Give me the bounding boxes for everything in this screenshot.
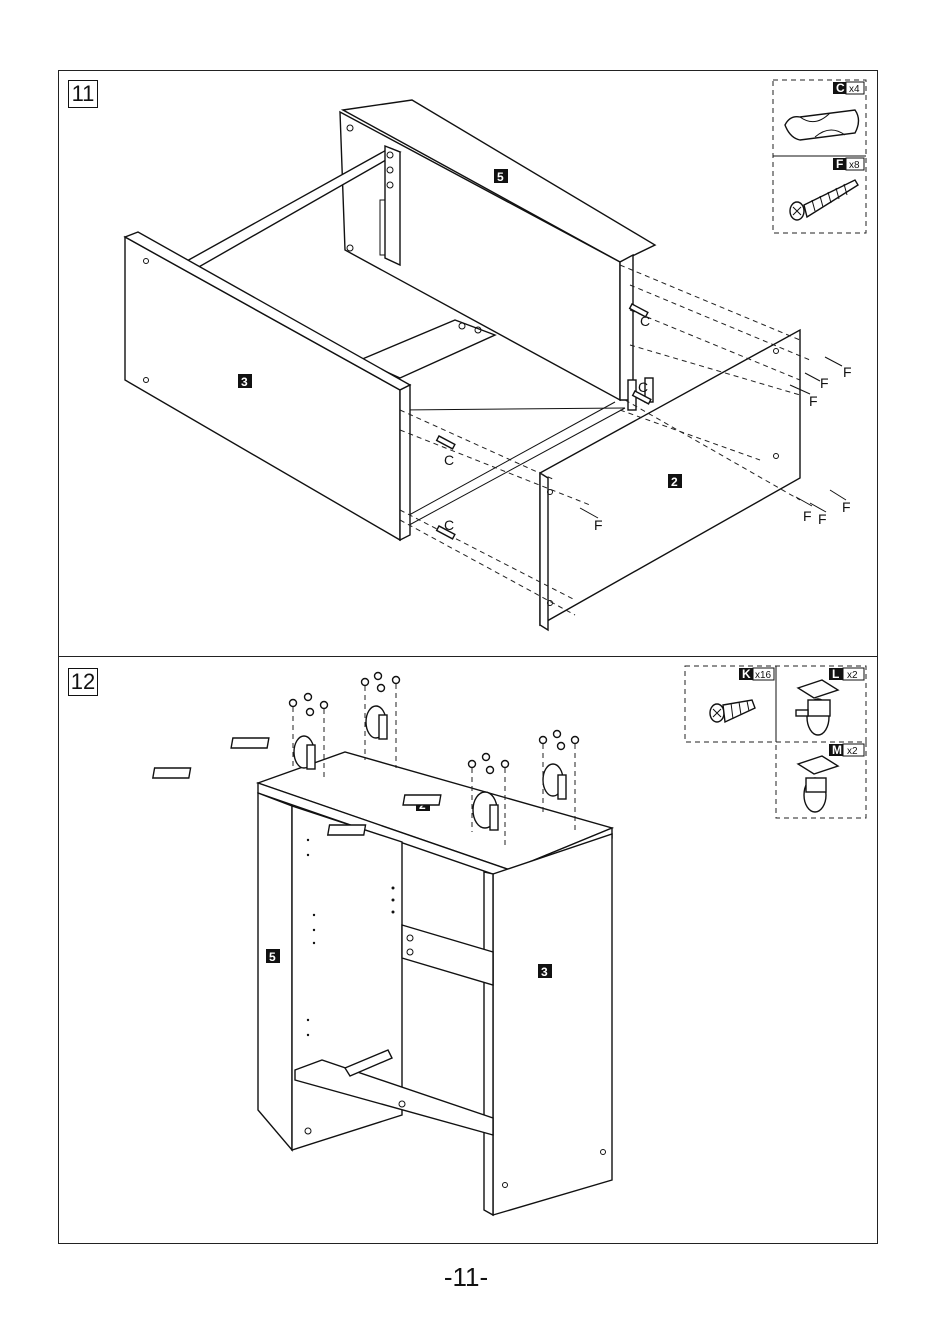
callout-f: F — [843, 364, 852, 380]
panel-3-edge — [400, 385, 410, 540]
part-qty-f: x8 — [849, 160, 860, 171]
part-qty-m: x2 — [847, 746, 858, 757]
part-qty-c: x4 — [849, 84, 860, 95]
step-11-drawing: C C C C F F F F F F F 5 3 2 C x4 — [125, 80, 866, 630]
back-rail-end — [385, 146, 400, 265]
panel-3 — [125, 237, 400, 540]
callout-c: C — [638, 379, 648, 395]
callout-f: F — [842, 499, 851, 515]
callout-c: C — [640, 313, 650, 329]
callout-f: F — [820, 375, 829, 391]
panel-3 — [493, 834, 612, 1215]
panel-5-side — [620, 255, 633, 400]
wood-screw-icon — [790, 180, 858, 220]
part-letter-l: L — [832, 667, 839, 681]
inner-rail — [402, 925, 493, 985]
callout-c: C — [444, 452, 454, 468]
short-screw-icon — [710, 700, 755, 722]
callout-f: F — [818, 511, 827, 527]
part-letter-f: F — [836, 157, 843, 171]
part-qty-l: x2 — [847, 670, 858, 681]
page-number: -11- — [0, 1262, 932, 1293]
part-letter-c: C — [836, 81, 845, 95]
callout-c: C — [444, 517, 454, 533]
panel-label-5: 5 — [269, 950, 276, 964]
cam-dowel-icon — [785, 110, 859, 140]
panel-2-edge — [540, 473, 548, 630]
panel-label-2: 2 — [671, 475, 678, 489]
step-number-12: 12 — [68, 668, 98, 696]
panel-label-3: 3 — [541, 965, 548, 979]
swivel-caster-icon — [798, 756, 838, 812]
callout-f: F — [803, 508, 812, 524]
panel-5-side — [258, 793, 292, 1150]
step-12-drawing: 2 5 3 — [153, 666, 866, 1215]
part-letter-k: K — [742, 667, 751, 681]
brake-caster-icon — [796, 680, 838, 735]
panel-label-3: 3 — [241, 375, 248, 389]
panel-label-5: 5 — [497, 170, 504, 184]
part-qty-k: x16 — [755, 670, 772, 681]
parts-box-step-11: C x4 F x8 — [773, 80, 866, 233]
step-number-11: 11 — [68, 80, 98, 108]
part-letter-m: M — [832, 743, 842, 757]
parts-box-step-12: K x16 L x2 M x2 — [685, 666, 866, 818]
callout-f: F — [809, 393, 818, 409]
callout-f: F — [594, 517, 603, 533]
